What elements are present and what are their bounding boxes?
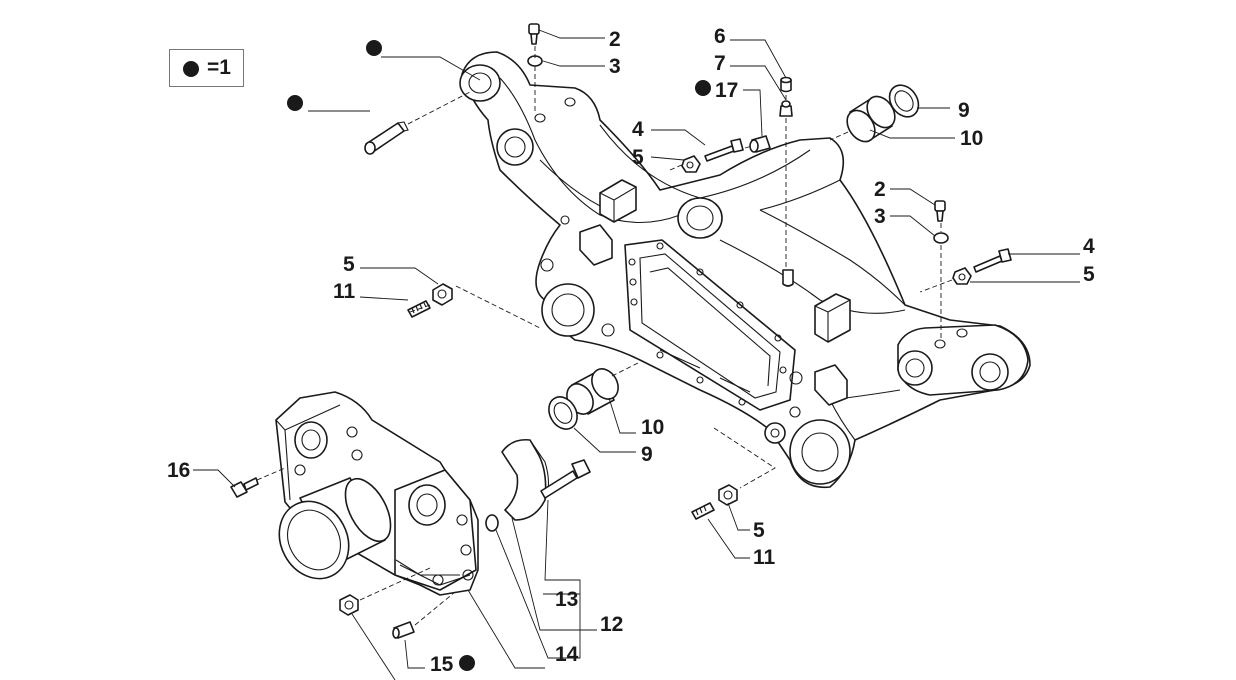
assembly-lines (256, 46, 953, 626)
callout-5-top: 5 (632, 146, 644, 169)
callout-16: 16 (167, 459, 190, 482)
callout-10-bottom: 10 (641, 416, 664, 439)
callout-15: 15 (430, 653, 454, 676)
bullet-plug-17 (695, 80, 711, 96)
nut-5-right (952, 267, 972, 285)
plug-17 (749, 135, 771, 153)
callout-7: 7 (714, 52, 726, 75)
seal-ring-9-top (888, 84, 920, 118)
nut-5-top (681, 155, 701, 173)
screw-2-right (934, 200, 946, 222)
callout-14: 14 (555, 643, 579, 666)
nut-5-left (432, 283, 453, 306)
legend-dot-symbol (183, 61, 199, 77)
callout-5-lower-right: 5 (753, 519, 765, 542)
cap-6 (780, 76, 792, 93)
bushing-10-top (846, 95, 896, 143)
callout-13: 13 (555, 588, 578, 611)
callout-2-top: 2 (609, 28, 621, 51)
clamp-half-12 (501, 438, 550, 521)
washer-3-right (933, 232, 949, 244)
quantity-bullets (287, 40, 711, 671)
nut-5-lower-right (718, 484, 738, 506)
bullet-pin-15 (459, 655, 475, 671)
callout-4-top: 4 (632, 118, 644, 141)
bullet-pin-top (366, 40, 382, 56)
washer-14 (485, 514, 499, 532)
callout-9-top: 9 (958, 99, 970, 122)
nut-lower-left (339, 594, 359, 616)
pin-15 (392, 621, 415, 639)
callout-11-left: 11 (333, 280, 356, 303)
callout-3-right: 3 (874, 205, 886, 228)
seal-ring-9-bottom (548, 396, 578, 430)
screw-2-top (528, 23, 540, 45)
housing-part (275, 391, 479, 596)
callout-4-right: 4 (1083, 235, 1095, 258)
leader-lines (193, 29, 1080, 680)
legend-box: =1 (169, 49, 244, 87)
stud-11-lower-right (691, 502, 715, 520)
callout-2-right: 2 (874, 178, 886, 201)
callout-labels: 2 3 6 7 17 9 10 4 5 2 3 4 5 5 11 10 9 16… (167, 25, 1095, 676)
bolt-4-right (973, 248, 1012, 273)
grease-nipple-7 (779, 100, 793, 117)
bullet-pin-left (287, 95, 303, 111)
bolt-13 (540, 459, 591, 499)
callout-3-top: 3 (609, 55, 621, 78)
pin-part (364, 121, 409, 155)
legend-text: =1 (207, 56, 231, 79)
callout-12: 12 (600, 613, 623, 636)
callout-6: 6 (714, 25, 726, 48)
callout-10-top: 10 (960, 127, 983, 150)
callout-5-left: 5 (343, 253, 355, 276)
callout-5-right: 5 (1083, 263, 1095, 286)
callout-17: 17 (715, 79, 738, 102)
bolt-16 (230, 477, 259, 498)
bushing-10-bottom (566, 368, 619, 415)
axle-support-frame (459, 51, 1031, 489)
callout-11-lower-right: 11 (753, 546, 776, 569)
callout-9-bottom: 9 (641, 443, 653, 466)
bolt-4-top (704, 138, 744, 162)
